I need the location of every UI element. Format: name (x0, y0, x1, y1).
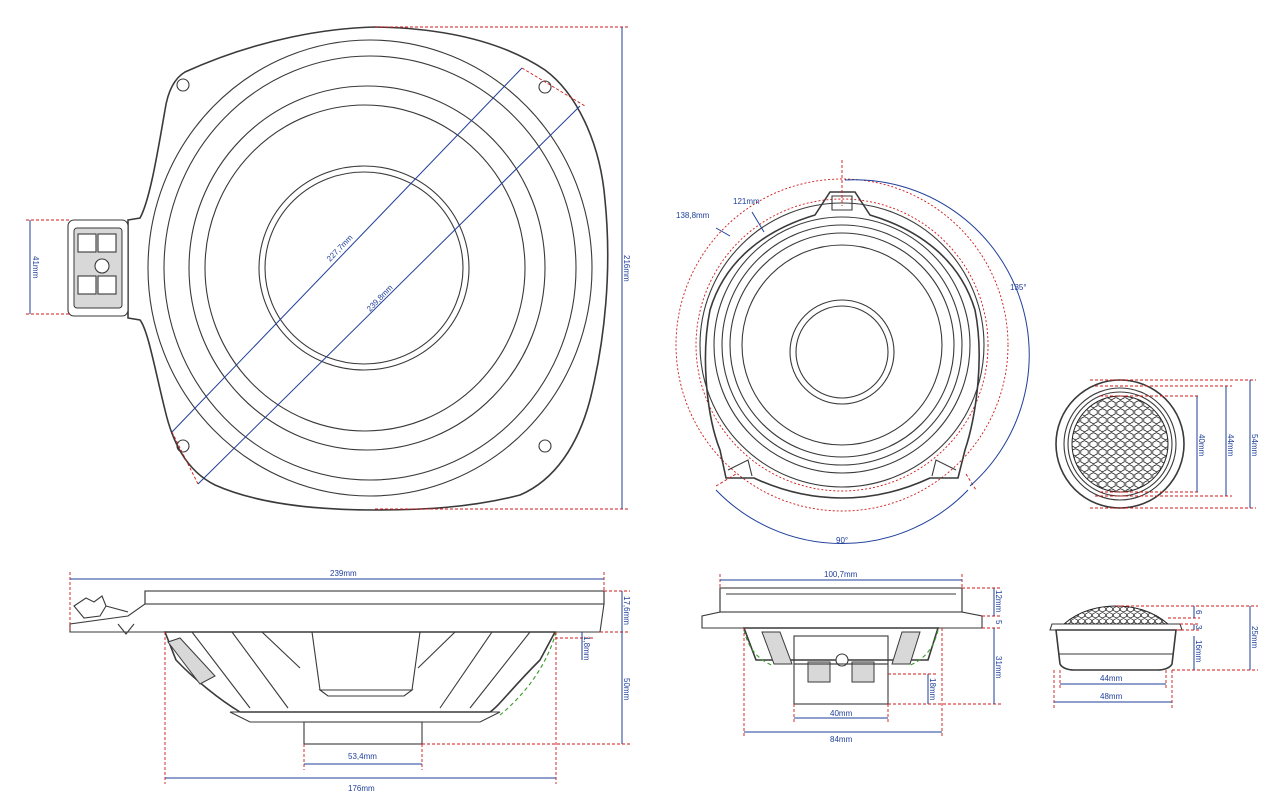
tweeter-side-outer-label: 48mm (1100, 692, 1123, 701)
woofer-outer-diameter-line (197, 105, 581, 485)
woofer-mount-hole-br (538, 439, 552, 453)
midrange-side-basket-label: 84mm (830, 735, 853, 744)
tweeter-side-dome-label: 6 (1194, 610, 1203, 615)
woofer-terminal-label: 41mm (31, 256, 40, 279)
tweeter-side-height-label: 25mm (1250, 626, 1259, 649)
midrange-terminal-left (807, 661, 831, 683)
woofer-side-flange-label: 17,6mm (622, 596, 631, 625)
tweeter-middle-label: 44mm (1226, 434, 1235, 457)
midrange-side-magnet-height-label: 18mm (928, 678, 937, 701)
tweeter-side-body-label: 16mm (1194, 640, 1203, 663)
tweeter-inner-label: 40mm (1197, 434, 1206, 457)
midrange-frame-outline (704, 191, 980, 499)
tweeter-side-view: 6 3 16mm 25mm 44mm 48mm (1049, 605, 1259, 708)
tweeter-front-view: 40mm 44mm 54mm (1055, 379, 1259, 509)
woofer-front-view: 227,7mm 239,8mm 216mm 41mm (26, 26, 631, 511)
midrange-side-flange-label: 12mm (994, 590, 1003, 613)
midrange-side-width-label: 100,7mm (824, 570, 858, 579)
tweeter-outer-label: 54mm (1250, 434, 1259, 457)
woofer-side-basket-label: 176mm (348, 784, 375, 793)
midrange-outer-diameter-label: 138,8mm (676, 211, 710, 220)
midrange-angle-bottom-label: 90° (836, 536, 848, 545)
woofer-side-magnet-label: 53,4mm (348, 752, 377, 761)
midrange-inner-diameter-label: 121mm (733, 197, 760, 206)
midrange-front-view: 121mm 138,8mm 135° 90° (675, 160, 1030, 545)
woofer-inner-diameter-label: 227,7mm (325, 233, 355, 263)
tweeter-side-dome (1062, 605, 1170, 625)
woofer-mount-hole-tl (176, 78, 190, 92)
woofer-height-label: 216mm (622, 255, 631, 282)
woofer-basket-outline (163, 631, 557, 713)
midrange-side-step-label: 5 (994, 620, 1003, 625)
midrange-side-depth-label: 31mm (994, 656, 1003, 679)
woofer-mount-hole-tr (538, 80, 552, 94)
woofer-side-view: 239mm 17,6mm 1,8mm 50mm 53,4mm 176mm (69, 569, 631, 793)
woofer-outer-diameter-label: 239,8mm (365, 283, 395, 313)
midrange-basket-outline (742, 627, 940, 661)
tweeter-grille (1071, 395, 1169, 493)
midrange-side-view: 100,7mm 12mm 5 31mm 18mm 40mm 84mm (701, 570, 1003, 744)
tweeter-side-body (1055, 629, 1177, 671)
midrange-angle-top-label: 135° (1010, 283, 1027, 292)
tweeter-side-rim-label: 3 (1194, 625, 1203, 630)
woofer-inner-diameter-line (171, 67, 523, 433)
woofer-frame-outline (127, 26, 609, 511)
woofer-side-depth-label: 50mm (622, 678, 631, 701)
midrange-terminal-right (851, 661, 875, 683)
woofer-side-width-label: 239mm (330, 569, 357, 578)
woofer-mount-hole-bl (176, 439, 190, 453)
woofer-side-step-label: 1,8mm (582, 636, 591, 661)
tweeter-side-inner-label: 44mm (1100, 674, 1123, 683)
midrange-side-magnet-label: 40mm (830, 709, 853, 718)
